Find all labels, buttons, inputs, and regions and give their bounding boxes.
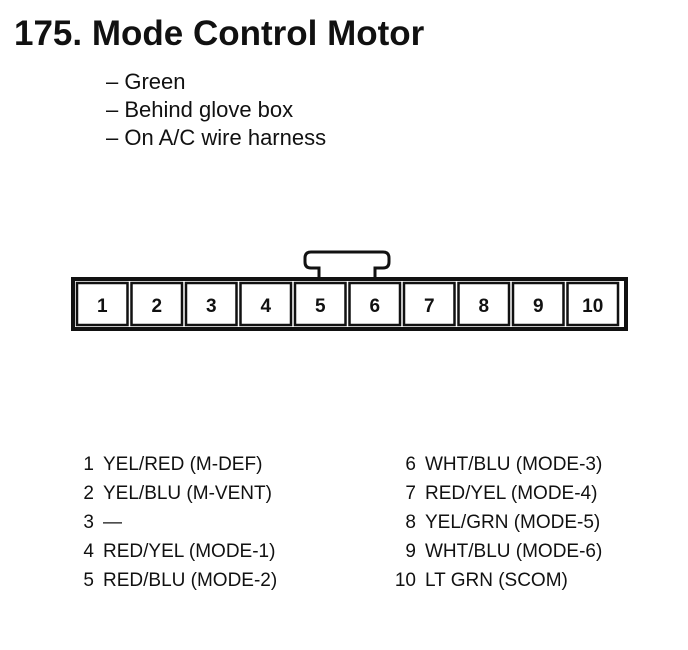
connector-lock-tab (303, 250, 391, 279)
wire-label: WHT/BLU (MODE-3) (425, 454, 603, 475)
pin-label-4: 4 (260, 296, 271, 317)
pin-label-6: 6 (369, 296, 380, 317)
pin-number: 10 (394, 570, 416, 591)
wire-label: RED/YEL (MODE-1) (103, 541, 276, 562)
pin-cavity-7 (402, 281, 456, 327)
note-color: – Green (106, 69, 186, 94)
pinout-row: 1 YEL/RED (M-DEF) (72, 450, 277, 479)
pin-cavity-9 (511, 281, 565, 327)
connector-housing (71, 277, 628, 331)
pin-cavity-4 (239, 281, 293, 327)
pin-cavity-3 (184, 281, 238, 327)
connector-diagram: 1 2 3 4 5 6 7 8 9 10 (71, 250, 628, 331)
pinout-list-right: 6 WHT/BLU (MODE-3) 7 RED/YEL (MODE-4) 8 YEL… (394, 450, 602, 595)
pin-number: 9 (405, 541, 416, 562)
pin-number: 4 (83, 541, 94, 562)
pin-cavity-8 (457, 281, 511, 327)
pin-label-8: 8 (478, 296, 489, 317)
wire-label: — (103, 512, 122, 533)
note-harness: – On A/C wire harness (106, 125, 327, 150)
pin-label-9: 9 (533, 296, 544, 317)
wire-label: RED/BLU (MODE-2) (103, 570, 278, 591)
wire-label: YEL/GRN (MODE-5) (425, 512, 601, 533)
pin-cavity-6 (348, 281, 402, 327)
pin-number: 7 (405, 483, 416, 504)
pin-label-10: 10 (582, 296, 603, 317)
wire-label: LT GRN (SCOM) (425, 570, 568, 591)
connector-notes: – Green – Behind glove box – On A/C wire… (106, 68, 326, 152)
pin-number: 3 (83, 512, 94, 533)
pinout-row: 5 RED/BLU (MODE-2) (72, 566, 277, 595)
wire-label: YEL/BLU (M-VENT) (103, 483, 272, 504)
pin-number: 6 (405, 454, 416, 475)
pinout-row: 7 RED/YEL (MODE-4) (394, 479, 602, 508)
note-location: – Behind glove box (106, 97, 294, 122)
pinout-row: 8 YEL/GRN (MODE-5) (394, 508, 602, 537)
pinout-row: 10 LT GRN (SCOM) (394, 566, 602, 595)
pinout-row: 3— (72, 508, 277, 537)
pin-label-1: 1 (97, 296, 108, 317)
pin-label-5: 5 (315, 296, 326, 317)
wire-label: WHT/BLU (MODE-6) (425, 541, 603, 562)
page-title: 175. Mode Control Motor (14, 14, 425, 53)
pinout-row: 9 WHT/BLU (MODE-6) (394, 537, 602, 566)
pin-number: 1 (83, 454, 94, 475)
pin-number: 8 (405, 512, 416, 533)
wire-label: YEL/RED (M-DEF) (103, 454, 263, 475)
pinout-row: 4 RED/YEL (MODE-1) (72, 537, 277, 566)
pinout-row: 6 WHT/BLU (MODE-3) (394, 450, 602, 479)
pin-cavity-5 (293, 281, 347, 327)
pin-label-3: 3 (206, 296, 217, 317)
pin-cavity-10 (566, 281, 620, 327)
pin-label-7: 7 (424, 296, 435, 317)
pin-label-2: 2 (151, 296, 162, 317)
pin-number: 5 (83, 570, 94, 591)
pinout-row: 2 YEL/BLU (M-VENT) (72, 479, 277, 508)
pin-number: 2 (83, 483, 94, 504)
wire-label: RED/YEL (MODE-4) (425, 483, 598, 504)
pin-cavity-2 (130, 281, 184, 327)
pin-cavity-1 (75, 281, 129, 327)
